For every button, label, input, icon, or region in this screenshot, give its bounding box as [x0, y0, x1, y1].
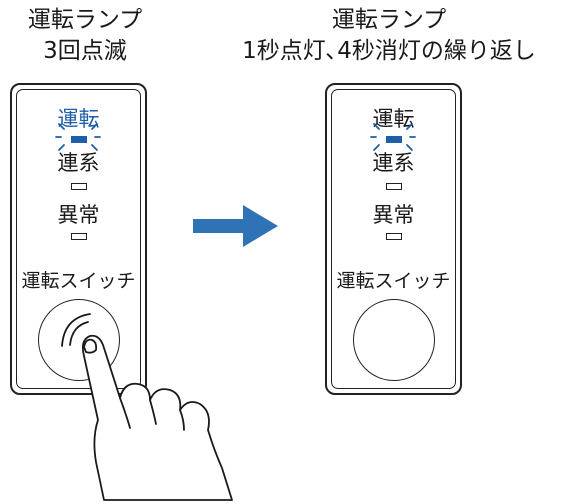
left-lamp-link-label: 連系 [57, 151, 100, 175]
right-blink-rays-icon [370, 123, 416, 151]
right-error-led [385, 233, 402, 240]
left-switch-label: 運転スイッチ [21, 270, 136, 292]
left-blink-rays-icon [55, 123, 101, 151]
left-run-led [70, 136, 87, 143]
right-arrow-icon [193, 205, 278, 247]
left-caption-line1: 運転ランプ [27, 7, 143, 33]
right-caption-line1: 運転ランプ [331, 7, 447, 33]
left-link-led [70, 183, 87, 190]
left-caption: 運転ランプ 3回点滅 [0, 5, 170, 67]
right-panel-inner-border [331, 89, 456, 389]
right-lamp-run-label: 運転 [372, 107, 415, 131]
left-control-panel: 運転 連系 異常 運転スイッチ [10, 83, 147, 395]
right-lamp-link-label: 連系 [372, 151, 415, 175]
left-lamp-error-label: 異常 [57, 203, 100, 227]
left-error-led [70, 233, 87, 240]
right-caption-line2: 1秒点灯､4秒消灯の繰り返し [242, 38, 536, 64]
right-run-switch-button[interactable] [352, 299, 435, 381]
left-caption-line2: 3回点滅 [43, 38, 127, 64]
right-switch-label: 運転スイッチ [336, 270, 451, 292]
hand-pressing-icon [61, 313, 233, 501]
right-lamp-error-label: 異常 [372, 203, 415, 227]
right-run-led [385, 136, 402, 143]
right-caption: 運転ランプ 1秒点灯､4秒消灯の繰り返し [214, 5, 564, 67]
left-panel-inner-border [16, 89, 141, 389]
right-control-panel: 運転 連系 異常 運転スイッチ [325, 83, 462, 395]
left-lamp-run-label: 運転 [57, 107, 100, 131]
right-link-led [385, 183, 402, 190]
